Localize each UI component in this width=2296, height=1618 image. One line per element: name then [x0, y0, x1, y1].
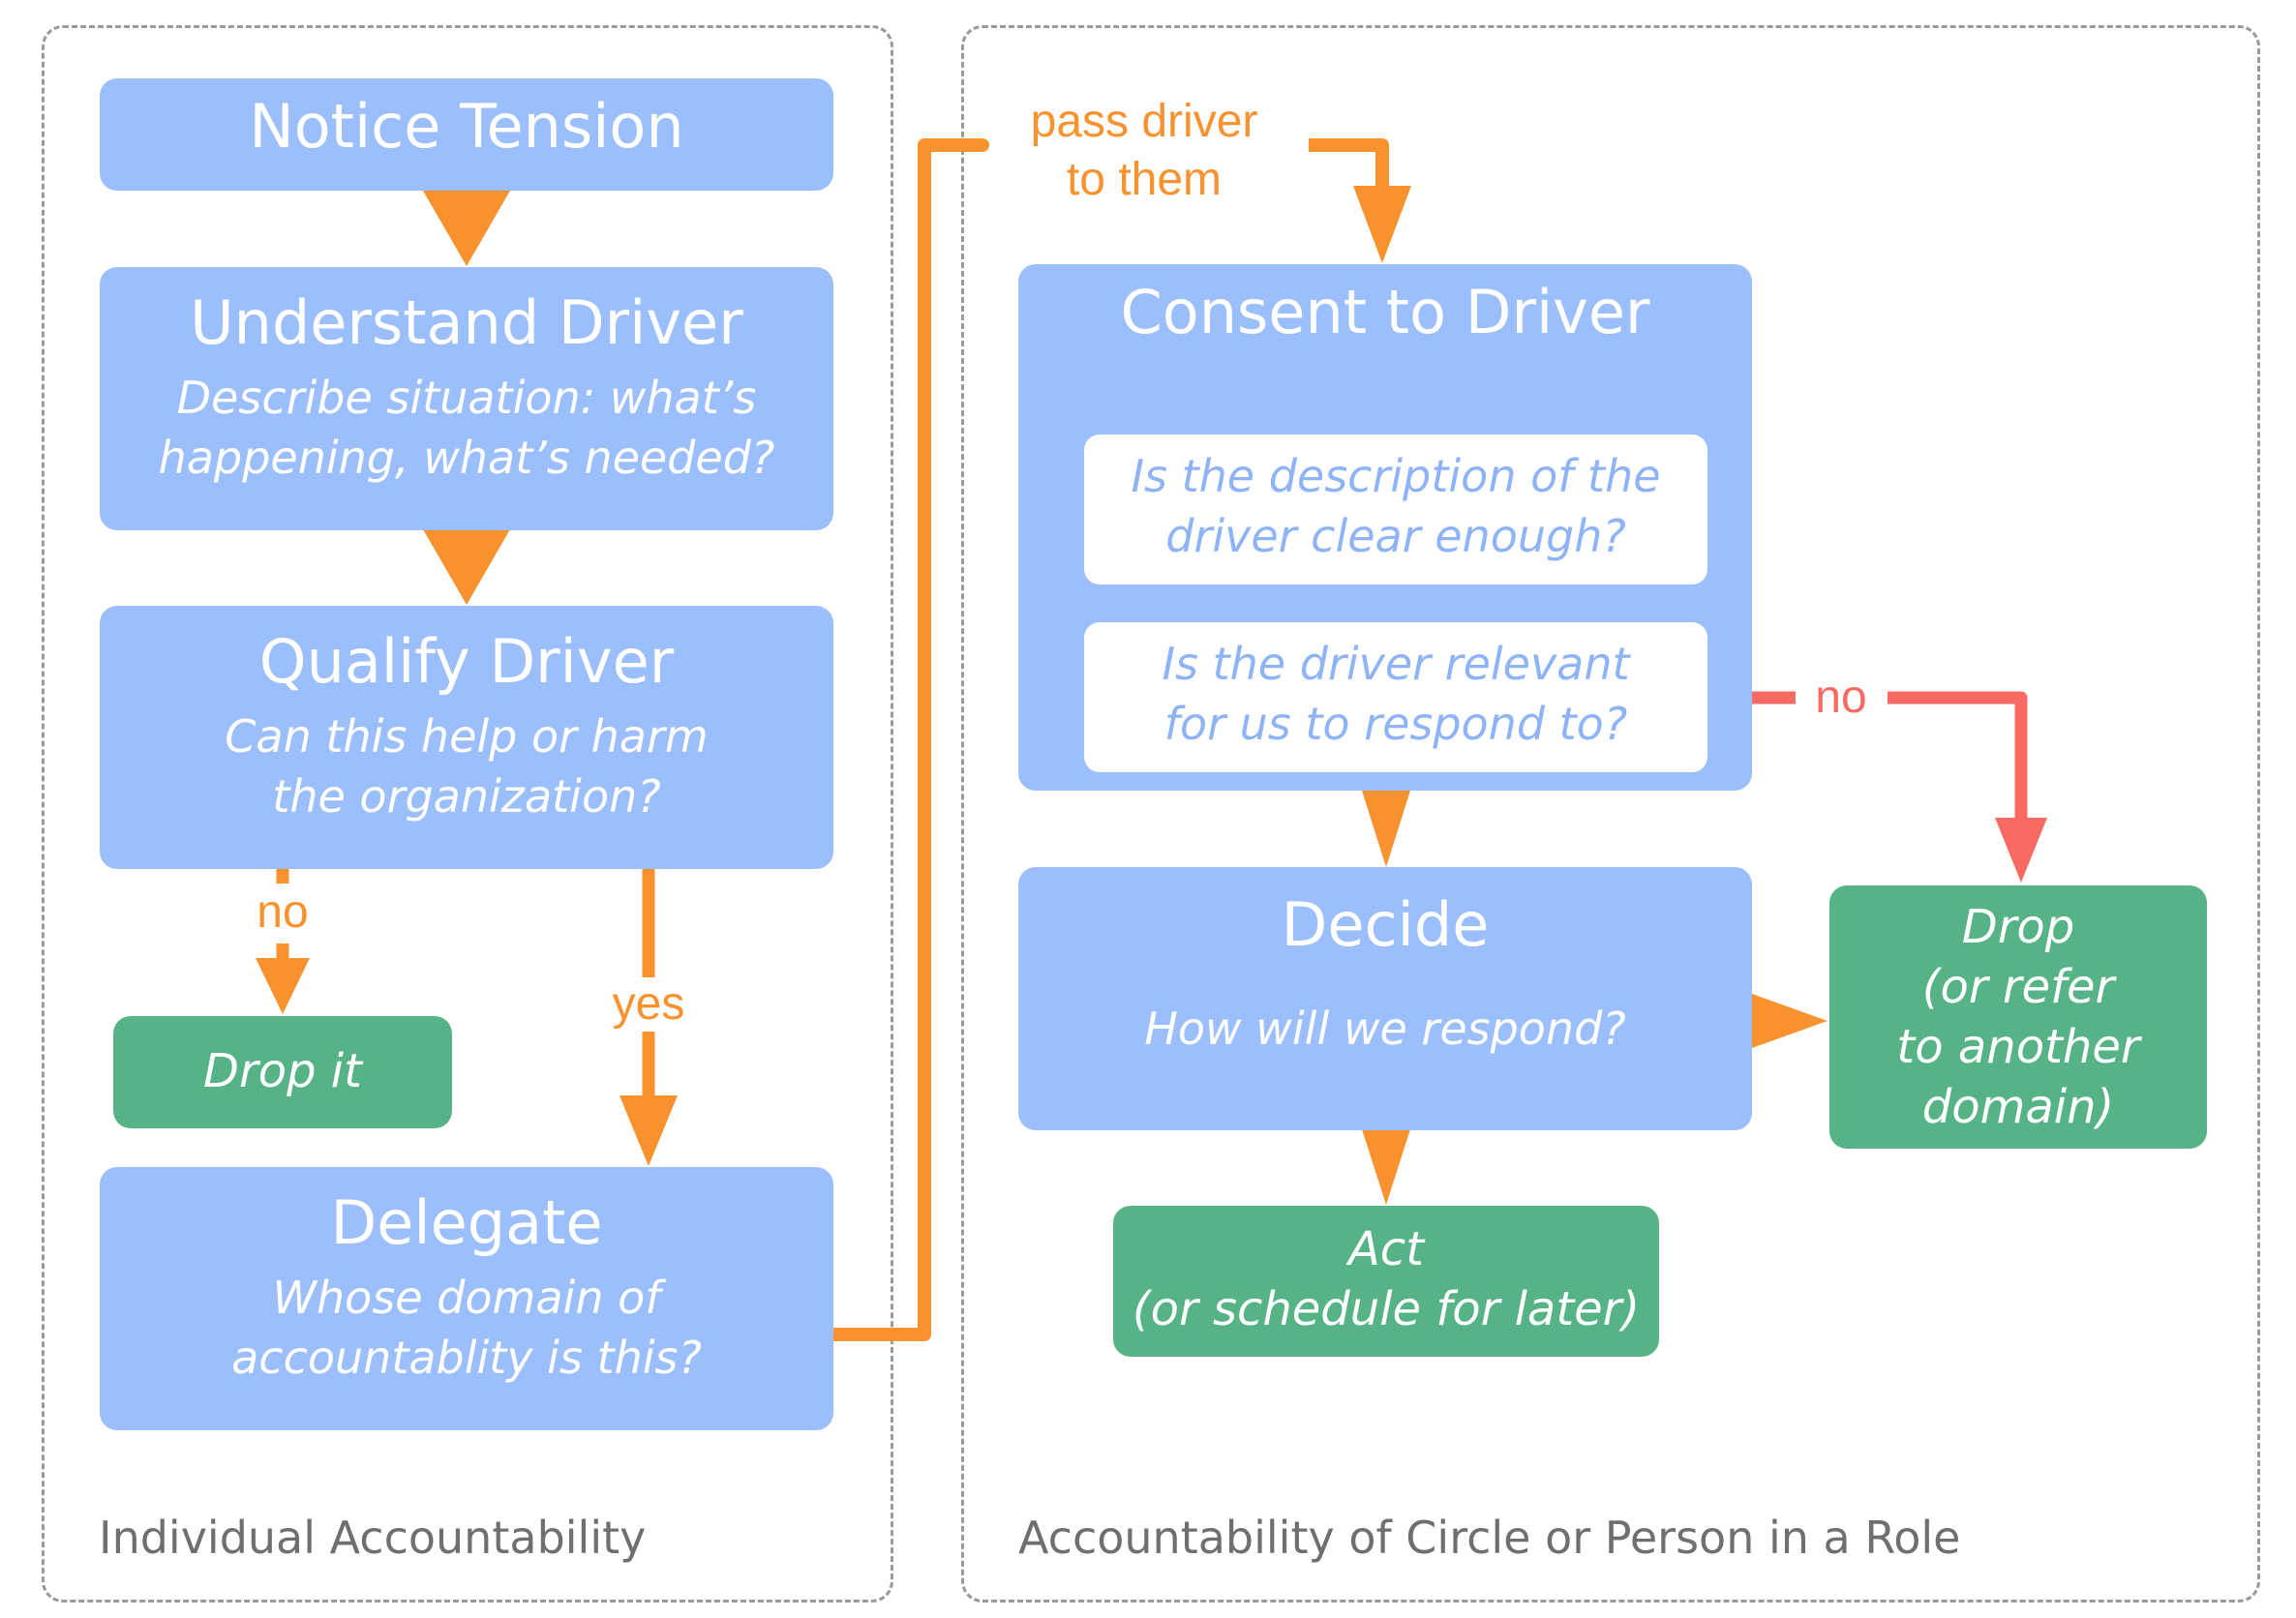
drop-or-refer-box: Drop (or refer to another domain) [1829, 885, 2207, 1149]
decide-title: Decide [1281, 889, 1490, 960]
understand-driver-line2: happening, what’s needed? [158, 432, 775, 485]
drop-it-box: Drop it [113, 1016, 452, 1128]
arrow-decide-to-act [1362, 1129, 1410, 1205]
act-box: Act (or schedule for later) [1113, 1206, 1659, 1357]
understand-driver-box: Understand Driver Describe situation: wh… [100, 267, 833, 530]
description-clear-question: Is the description of the driver clear e… [1084, 434, 1707, 584]
relevance-no-label: no [1815, 672, 1867, 723]
circle-accountability-panel [961, 25, 2260, 1603]
delegate-to-consent-line-a [828, 138, 989, 1341]
driver-relevant-question: Is the driver relevant for us to respond… [1084, 622, 1707, 772]
drop-it-text: Drop it [203, 1044, 362, 1098]
qualify-no-label: no [257, 886, 309, 938]
consent-to-driver-title: Consent to Driver [1120, 277, 1650, 347]
yes-branch-arrowhead [619, 1095, 678, 1166]
decide-line1: How will we respond? [1144, 1003, 1626, 1056]
act-line1: Act [1347, 1222, 1425, 1276]
circle-accountability-label: Accountability of Circle or Person in a … [1018, 1512, 1961, 1564]
act-line2: (or schedule for later) [1132, 1282, 1641, 1336]
driver-relevant-line1: Is the driver relevant [1162, 638, 1630, 690]
notice-tension-box: Notice Tension [100, 78, 833, 191]
arrow-understand-to-qualify [423, 529, 510, 605]
drop-or-refer-line3: to another [1896, 1020, 2140, 1074]
qualify-yes-label: yes [612, 978, 685, 1030]
description-clear-line2: driver clear enough? [1165, 510, 1626, 562]
qualify-driver-title: Qualify Driver [258, 626, 675, 697]
delegate-box: Delegate Whose domain of accountablity i… [100, 1167, 833, 1430]
delegate-title: Delegate [330, 1187, 603, 1258]
delegate-line2: accountablity is this? [231, 1332, 702, 1385]
arrow-consent-to-decide [1362, 791, 1410, 867]
qualify-driver-line1: Can this help or harm [225, 710, 709, 764]
pass-driver-label: pass driver to them [989, 93, 1299, 209]
pass-driver-line2: to them [1066, 154, 1223, 205]
driver-relevant-line2: for us to respond to? [1163, 698, 1628, 750]
understand-driver-line1: Describe situation: what’s [176, 372, 757, 425]
drop-or-refer-line1: Drop [1961, 900, 2075, 954]
red-no-line-b [1888, 691, 2028, 827]
drop-or-refer-line4: domain) [1921, 1080, 2115, 1134]
consent-arrowhead [1353, 186, 1411, 263]
notice-tension-title: Notice Tension [249, 91, 684, 162]
delegate-line1: Whose domain of [272, 1272, 661, 1325]
red-no-arrowhead [1995, 818, 2047, 883]
delegate-to-consent-line-b [1309, 138, 1389, 194]
pass-driver-line1: pass driver [1030, 96, 1258, 147]
arrow-notice-to-understand [423, 191, 510, 266]
understand-driver-title: Understand Driver [190, 287, 743, 358]
individual-accountability-label: Individual Accountability [99, 1512, 647, 1564]
individual-accountability-panel [42, 25, 893, 1603]
qualify-driver-box: Qualify Driver Can this help or harm the… [100, 606, 833, 869]
no-branch-arrowhead [256, 958, 310, 1014]
description-clear-line1: Is the description of the [1131, 450, 1661, 502]
decide-box: Decide How will we respond? [1018, 867, 1752, 1130]
qualify-driver-line2: the organization? [272, 770, 661, 824]
arrow-decide-to-drop [1752, 994, 1828, 1048]
drop-or-refer-line2: (or refer [1921, 960, 2115, 1014]
